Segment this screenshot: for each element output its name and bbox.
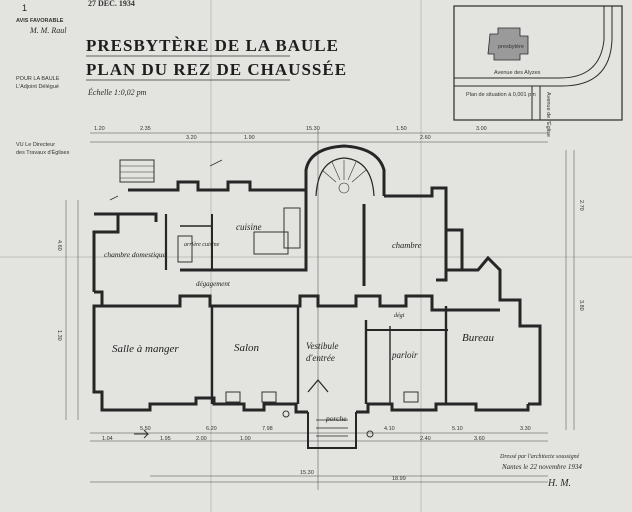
plan-subtitle: PLAN DU REZ DE CHAUSSÉE (86, 60, 348, 79)
left-note: POUR LA BAULE (16, 76, 60, 82)
room-label-cuisine: cuisine (236, 222, 262, 232)
dimension-label: 1.04 (102, 436, 113, 442)
plan-title: PRESBYTÈRE DE LA BAULE (86, 36, 339, 55)
left-note: des Travaux d'Églises (16, 150, 70, 156)
dimension-label: 3.20 (186, 135, 197, 141)
room-label-chambre: chambre (392, 240, 422, 250)
signature-line: Dressé par l'architecte soussigné (500, 454, 580, 460)
dimension-label: 15.30 (306, 126, 320, 132)
fold-line (0, 256, 632, 258)
dimension-label: 1.20 (94, 126, 105, 132)
dimension-label: 2.35 (140, 126, 151, 132)
dimension-label: 1.95 (160, 436, 171, 442)
room-label-salon: Salon (234, 342, 260, 354)
date-stamp: 27 DEC. 1934 (88, 0, 135, 8)
sheet-number: 1 (22, 3, 28, 13)
dimension-label: 6.20 (206, 426, 217, 432)
approval-signature: M. M. Raul (30, 26, 67, 35)
dimension-label: 7.98 (262, 426, 273, 432)
walls (92, 144, 542, 449)
dimension-label: 1.50 (396, 126, 407, 132)
room-label-salle-a-manger: Salle à manger (112, 343, 179, 355)
dimension-label: 3.60 (474, 436, 485, 442)
dimension-label: 1.90 (244, 135, 255, 141)
fold-line (420, 0, 422, 512)
signature-date: Nantes le 22 novembre 1934 (502, 463, 582, 471)
dimension-label: 4.10 (384, 426, 395, 432)
dimension-label: 3.80 (578, 300, 584, 311)
dimension-label: 15.30 (300, 470, 314, 476)
room-label-parloir: parloir (392, 350, 418, 360)
situation-street: Avenue des Alyzes (494, 70, 541, 76)
dimension-label: 1.30 (56, 330, 62, 341)
dimension-label: 3.30 (520, 426, 531, 432)
dimension-lines (65, 130, 575, 490)
dimension-label: 5.10 (452, 426, 463, 432)
dimension-label: 1.00 (240, 436, 251, 442)
dimension-label: 2.00 (196, 436, 207, 442)
dimension-label: 2.60 (420, 135, 431, 141)
staircase (321, 160, 367, 194)
dimension-label: 4.60 (56, 240, 62, 251)
situation-side-street: Avenue de l'Église (545, 92, 551, 137)
room-label-arriere-cuisine: arrière cuisine (184, 242, 220, 248)
dimension-label: 2.70 (578, 200, 584, 211)
room-label-vestibule: Vestibule d'entrée (306, 341, 339, 363)
room-label-porche: porche (326, 414, 347, 423)
situation-plan (453, 5, 623, 121)
scale-label: Échelle 1:0,02 pm (88, 88, 147, 97)
room-label-degt: dégt (394, 313, 405, 319)
dimension-label: 2.40 (420, 436, 431, 442)
left-note: VU Le Directeur (16, 142, 56, 148)
room-label-bureau: Bureau (462, 332, 494, 344)
situation-building-label: presbytère (498, 44, 524, 50)
situation-caption: Plan de situation à 0,001 pm (466, 92, 536, 98)
architect-signature: H. M. (548, 478, 572, 489)
window-markers (109, 159, 419, 439)
dimension-label: 3.00 (476, 126, 487, 132)
approval-label: AVIS FAVORABLE (16, 18, 64, 24)
room-label-chambre-domestique: chambre domestique (104, 250, 166, 259)
left-note: L'Adjoint Délégué (16, 84, 59, 90)
room-label-degagement: dégagement (196, 280, 230, 288)
dimension-label: 18.99 (392, 476, 406, 482)
dimension-label: 5.50 (140, 426, 151, 432)
